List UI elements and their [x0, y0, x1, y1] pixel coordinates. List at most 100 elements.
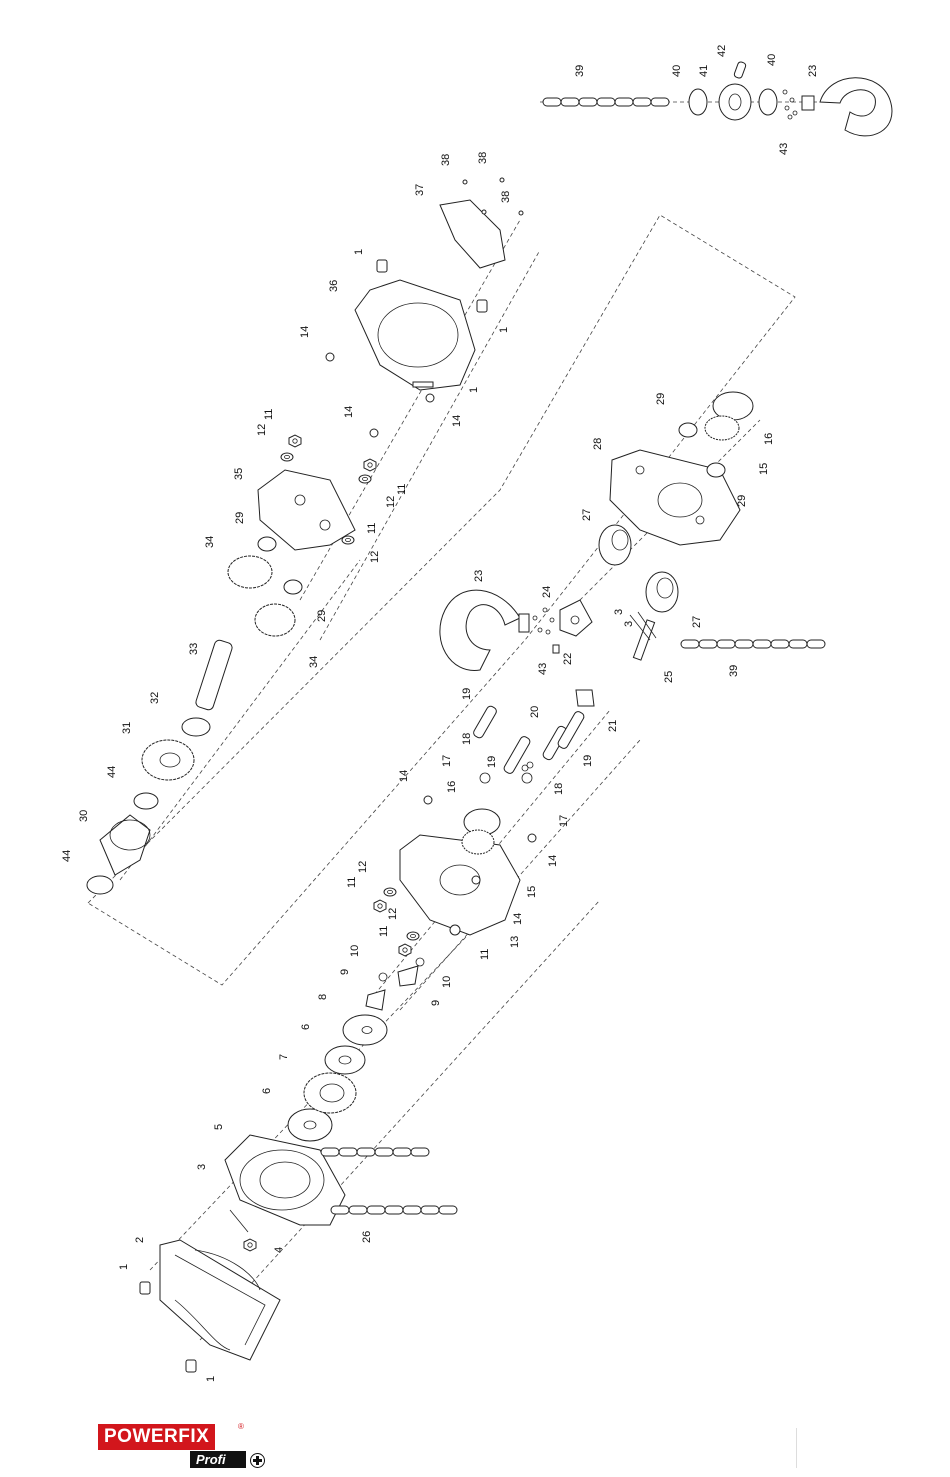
- pin-42: [734, 61, 747, 79]
- label-1: 1: [353, 249, 365, 255]
- label-11: 11: [346, 877, 358, 888]
- label-5: 5: [213, 1124, 225, 1130]
- label-40: 40: [766, 54, 778, 66]
- hook-23-top: [802, 78, 892, 136]
- disc-6a: [288, 1109, 332, 1141]
- label-38: 38: [500, 191, 512, 203]
- label-4: 4: [273, 1247, 285, 1253]
- gear-7: [304, 1073, 356, 1113]
- label-3: 3: [623, 621, 635, 627]
- label-42: 42: [716, 45, 728, 57]
- label-31: 31: [121, 722, 133, 734]
- label-43: 43: [537, 663, 549, 675]
- hook-23-central: [440, 590, 554, 670]
- shaft-33: [195, 639, 234, 711]
- label-29: 29: [736, 495, 748, 507]
- label-35: 35: [233, 468, 245, 480]
- label-38: 38: [440, 154, 452, 166]
- nut-4: [244, 1239, 256, 1251]
- label-12: 12: [256, 424, 268, 436]
- label-26: 26: [361, 1231, 373, 1243]
- label-6: 6: [300, 1024, 312, 1030]
- label-3: 3: [196, 1164, 208, 1170]
- label-23: 23: [473, 570, 485, 582]
- label-44: 44: [106, 766, 118, 778]
- label-28: 28: [592, 438, 604, 450]
- label-12: 12: [369, 551, 381, 563]
- label-15: 15: [526, 886, 538, 898]
- washer-12e: [342, 536, 354, 544]
- pin-22: [553, 645, 559, 653]
- gasket-37: [440, 200, 505, 268]
- label-16: 16: [763, 433, 775, 445]
- gear-31: [142, 740, 194, 780]
- bearing-15-16b: [705, 392, 753, 440]
- label-11: 11: [263, 409, 275, 420]
- label-2: 2: [134, 1237, 146, 1243]
- powerfix-profi-logo: POWERFIX ® Profi: [98, 1424, 268, 1468]
- label-40: 40: [671, 65, 683, 77]
- label-3: 3: [613, 609, 625, 615]
- washer-12a: [384, 888, 396, 896]
- page-divider: [796, 1428, 797, 1468]
- cover-36: [355, 280, 475, 390]
- label-7: 7: [278, 1054, 290, 1060]
- label-37: 37: [414, 184, 426, 196]
- label-22: 22: [562, 653, 574, 665]
- label-16: 16: [446, 781, 458, 793]
- label-44: 44: [61, 850, 73, 862]
- label-18: 18: [461, 733, 473, 745]
- nut-11c: [289, 435, 301, 447]
- pawls-9: [366, 966, 418, 1010]
- label-27: 27: [691, 616, 703, 628]
- washer-12c: [281, 453, 293, 461]
- disc-6b: [325, 1046, 365, 1074]
- ring-32: [182, 718, 210, 736]
- end-cover-2: [160, 1240, 280, 1360]
- label-14: 14: [451, 415, 463, 427]
- label-9: 9: [339, 969, 351, 975]
- label-27: 27: [581, 509, 593, 521]
- label-19: 19: [461, 688, 473, 700]
- washer-12d: [359, 475, 371, 483]
- label-32: 32: [149, 692, 161, 704]
- label-43: 43: [778, 143, 790, 155]
- label-13: 13: [509, 936, 521, 948]
- label-9: 9: [430, 1000, 442, 1006]
- label-11: 11: [366, 523, 378, 534]
- label-30: 30: [78, 810, 90, 822]
- label-6: 6: [261, 1088, 273, 1094]
- gears-34: [228, 556, 295, 636]
- washer-12b: [407, 932, 419, 940]
- label-17: 17: [441, 755, 453, 767]
- nut-11a: [374, 900, 386, 912]
- label-25: 25: [663, 671, 675, 683]
- nut-11d: [364, 459, 376, 471]
- label-39: 39: [728, 665, 740, 677]
- label-14: 14: [547, 855, 559, 867]
- brand-sub: Profi: [190, 1451, 246, 1468]
- chain-26: [321, 1148, 457, 1214]
- sleeve-41: [719, 84, 751, 120]
- label-33: 33: [188, 643, 200, 655]
- label-17: 17: [558, 815, 570, 827]
- label-14: 14: [398, 770, 410, 782]
- pin-25: [633, 620, 654, 660]
- label-1: 1: [118, 1264, 130, 1270]
- label-21: 21: [607, 720, 619, 732]
- label-8: 8: [317, 994, 329, 1000]
- label-38: 38: [477, 152, 489, 164]
- label-14: 14: [512, 913, 524, 925]
- label-12: 12: [385, 496, 397, 508]
- disc-8: [343, 1015, 387, 1045]
- brand-name: POWERFIX: [98, 1424, 215, 1450]
- chain-39-top: [543, 98, 669, 106]
- label-1: 1: [205, 1376, 217, 1382]
- pins-17-21: [472, 690, 594, 783]
- label-41: 41: [698, 65, 710, 77]
- label-12: 12: [357, 861, 369, 873]
- block-24: [560, 600, 592, 636]
- label-19: 19: [486, 756, 498, 768]
- label-34: 34: [204, 536, 216, 548]
- label-18: 18: [553, 783, 565, 795]
